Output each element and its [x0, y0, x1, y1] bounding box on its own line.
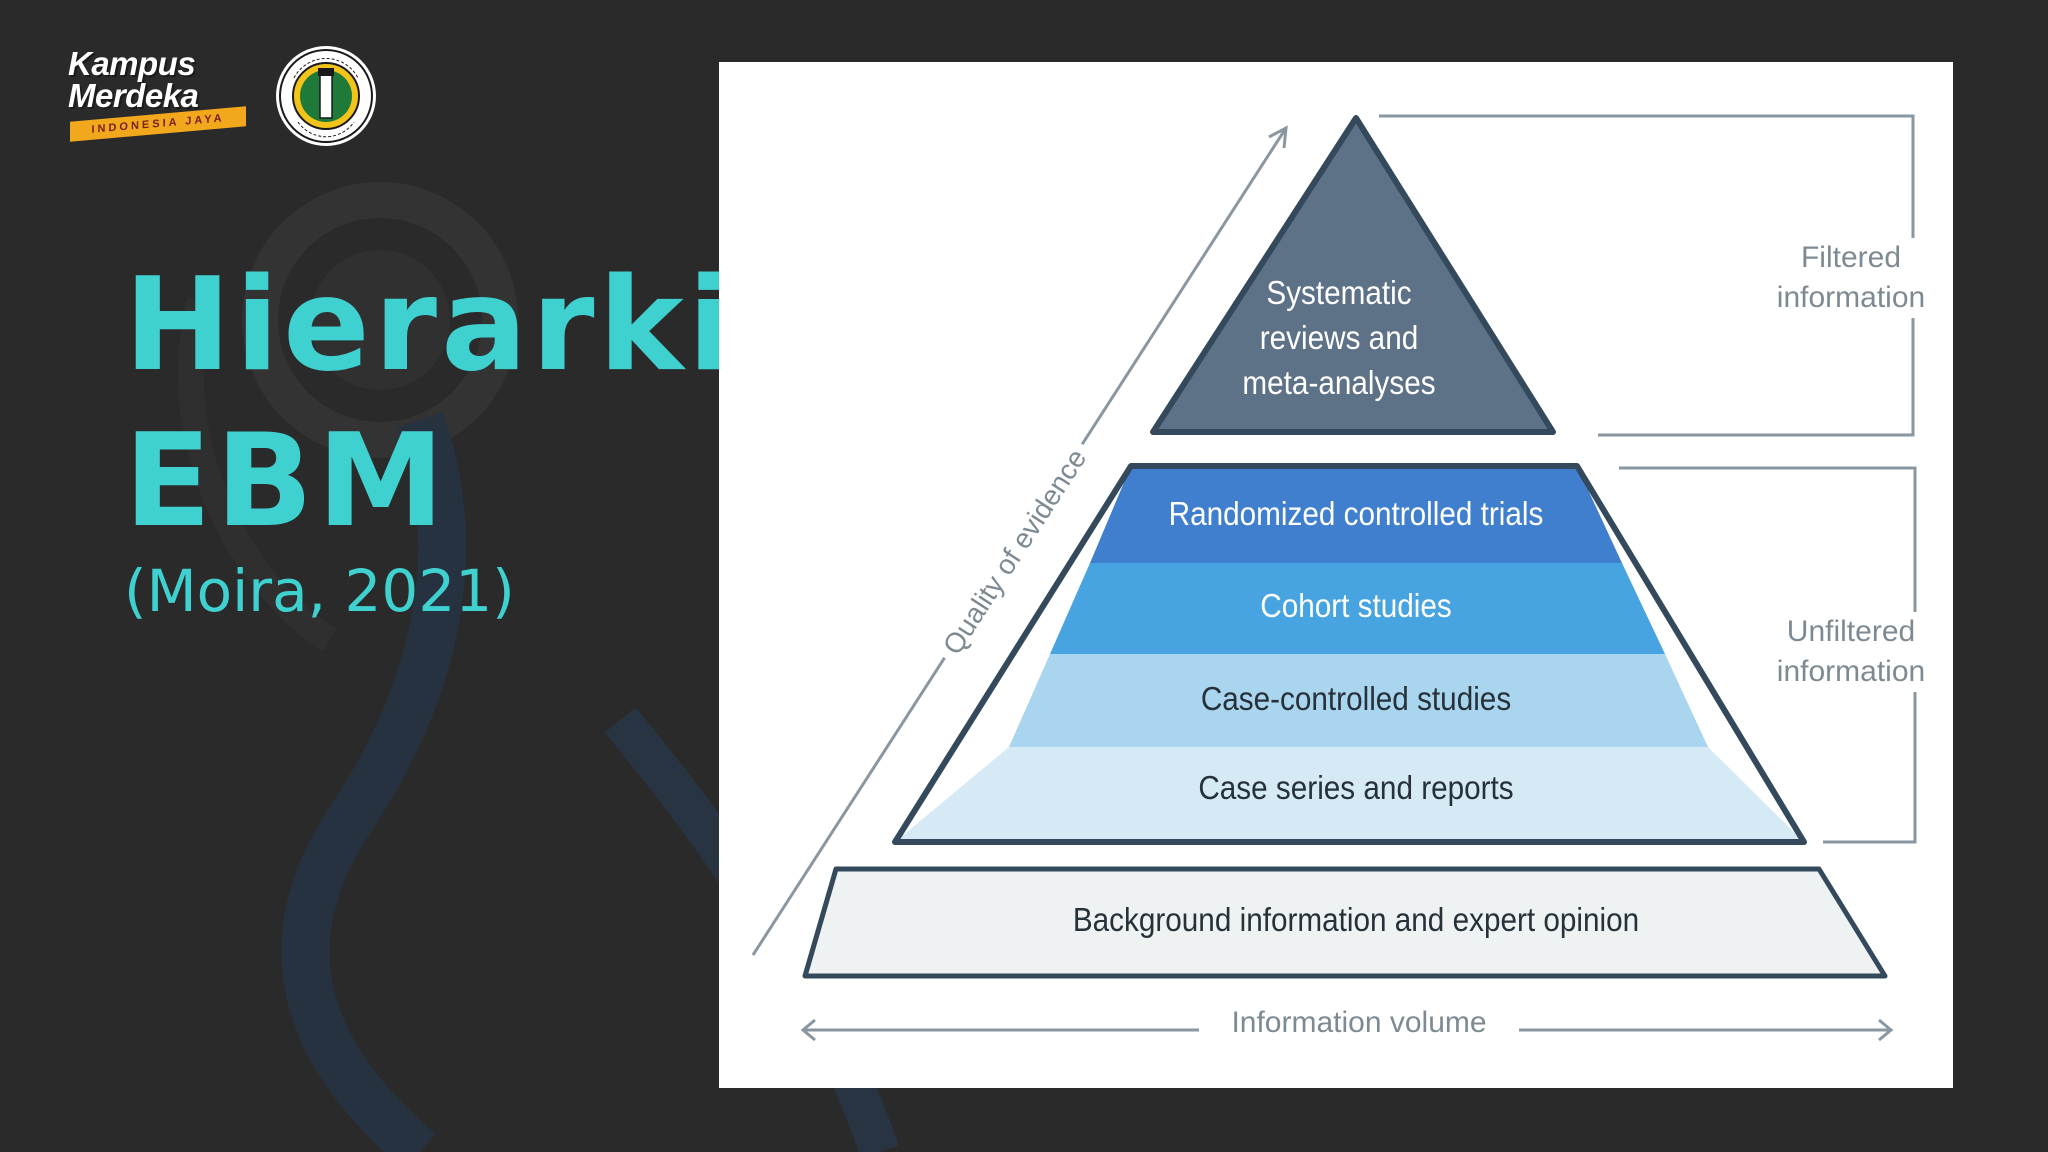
filtered-label-line-1: Filtered: [1800, 241, 1902, 274]
unfiltered-info-label: Unfiltered information: [1755, 612, 1947, 692]
tier-3-label: Case-controlled studies: [1200, 680, 1512, 717]
pyramid-middle-outline: [892, 463, 1807, 845]
pyramid-tier-4: [895, 747, 1804, 842]
kampus-merdeka-logo: Kampus Merdeka INDONESIA JAYA: [66, 46, 256, 146]
slide-title-line-1: Hierarki: [124, 251, 736, 400]
pyramid-apex: [1150, 115, 1556, 435]
logo-line-1: Kampus: [68, 45, 196, 82]
filtered-label-line-2: information: [1776, 281, 1926, 314]
base-label: Background information and expert opinio…: [1072, 901, 1640, 938]
slide-title-line-2: EBM: [124, 407, 449, 556]
evidence-pyramid-diagram: [751, 114, 1917, 1042]
apex-label-line-1: Systematic: [1266, 274, 1412, 311]
volume-arrow-left-head: [800, 1018, 816, 1042]
apex-label: Systematic reviews and meta-analyses: [1204, 270, 1474, 405]
tier-2-label: Cohort studies: [1260, 587, 1452, 624]
apex-label-line-3: meta-analyses: [1242, 364, 1436, 401]
unfiltered-label-line-1: Unfiltered: [1786, 615, 1916, 648]
volume-arrow-right-head: [1878, 1018, 1894, 1042]
quality-axis-label: Quality of evidence: [932, 436, 1098, 668]
filtered-info-label: Filtered information: [1755, 238, 1947, 318]
unfiltered-label-line-2: information: [1776, 655, 1926, 688]
tier-1-label: Randomized controlled trials: [1168, 495, 1544, 532]
quality-arrow-head: [1268, 125, 1288, 149]
title-block: Hierarki EBM (Moira, 2021): [124, 248, 735, 626]
pyramid-tier-2: [1050, 563, 1665, 654]
university-seal-logo: [276, 46, 376, 146]
volume-axis-label: Information volume: [1199, 1006, 1519, 1040]
logo-line-2: Merdeka: [68, 77, 199, 114]
pyramid-tier-3: [1009, 654, 1708, 747]
pyramid-tier-1: [1090, 466, 1622, 563]
tier-4-label: Case series and reports: [1198, 769, 1514, 806]
slide-citation: (Moira, 2021): [124, 557, 515, 625]
pyramid-base: [802, 866, 1888, 979]
evidence-pyramid-panel: Systematic reviews and meta-analyses Ran…: [719, 62, 1953, 1088]
apex-label-line-2: reviews and: [1259, 319, 1419, 356]
